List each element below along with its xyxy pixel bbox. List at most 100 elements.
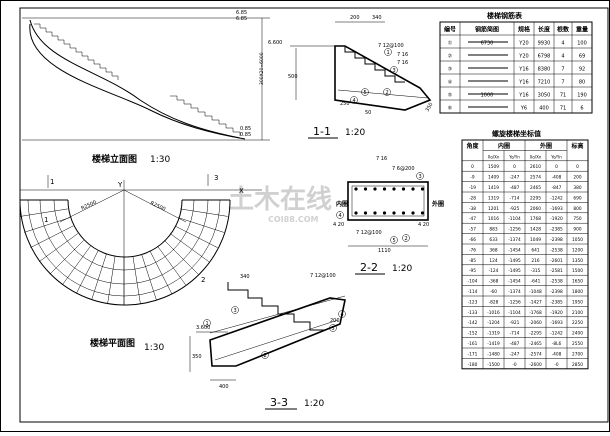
rebar-table-cell: 400	[539, 106, 549, 112]
plan-tread-line	[157, 245, 186, 286]
plan-treads	[20, 199, 228, 305]
rebar-dot	[363, 211, 368, 215]
coord-table-cell: 1650	[572, 279, 583, 285]
sec11-callout-2: 2	[386, 90, 389, 96]
plan-y-label: Y	[117, 181, 123, 189]
rebar-table-cell: 根数	[557, 26, 570, 34]
sec22-dim-width: 1110	[378, 248, 391, 254]
coord-table-cell: -2600	[529, 362, 542, 368]
stair-plan-view: R2500 R2500 Y X 1 3 1 2 楼梯平面图 1:30	[19, 174, 262, 353]
coord-table-cell: -1242	[550, 195, 563, 201]
rebar-table-cell: 重量	[576, 26, 588, 34]
coord-table-cell: 800	[573, 206, 581, 212]
sec33-rebar-line-b	[214, 319, 339, 361]
coord-table-cell: -487	[510, 341, 520, 347]
coord-table-header: 内圈	[498, 142, 510, 150]
coord-table-cell: -85	[469, 258, 476, 264]
sec33-callout-3: 3	[234, 308, 237, 314]
rebar-table-cell: 92	[579, 67, 585, 73]
coord-table-cell: 2295	[530, 195, 541, 201]
coord-table-cell: -2385	[550, 227, 563, 233]
rebar-dot	[420, 211, 425, 215]
plan-tread-line	[169, 233, 210, 262]
rebar-table-cell: ④	[448, 80, 453, 86]
sec11-dim-v: 500	[288, 74, 298, 80]
plan-tread-line	[141, 254, 157, 300]
rebar-table-cell: 190	[577, 93, 587, 99]
coord-table-cell: -2295	[529, 331, 542, 337]
coord-table-cell: 1200	[572, 247, 583, 253]
rebar-table-cell: 3050	[538, 93, 551, 99]
rebar-table-cell: 71	[560, 93, 566, 99]
coord-table-cell: -161	[468, 341, 478, 347]
coord-table-cell: -2060	[529, 320, 542, 326]
rebar-dot	[411, 211, 415, 215]
rebar-table-cell: 6798	[538, 54, 551, 60]
rebar-dot	[411, 187, 415, 191]
coord-table-cell: -247	[510, 175, 520, 181]
rebar-dot	[401, 187, 406, 191]
rebar-table-cell: 6730	[481, 41, 494, 47]
plan-cut-3: 3	[214, 174, 218, 182]
plan-tread-line	[62, 245, 91, 286]
coord-table-cell: -2398	[550, 289, 563, 295]
sec22-dim-right: 4 20	[418, 222, 429, 228]
rebar-table-cell: 100	[577, 41, 587, 47]
rebar-table-cell: 钢筋简图	[475, 26, 499, 34]
coord-table-header: 外圈	[539, 142, 552, 150]
coord-table-cell: -921	[510, 320, 520, 326]
elevation-steps	[34, 23, 241, 136]
coord-table-cell: -487	[510, 185, 520, 191]
coord-table-cell: -1256	[508, 299, 521, 305]
coord-table-cell: 2400	[572, 331, 583, 337]
rebar-table-cell: Y16	[518, 80, 528, 86]
coord-table-cell: 200	[573, 175, 581, 181]
coord-table-cell: -76	[469, 247, 476, 253]
coord-table-cell: -1048	[529, 289, 542, 295]
watermark: 土木在线 COI88.COM	[228, 185, 332, 224]
coord-table-cell: 2574	[530, 175, 541, 181]
coord-table-cell: -1768	[529, 310, 542, 316]
coord-table-cell: -104	[468, 279, 478, 285]
rebar-table-cell: ③	[448, 67, 452, 73]
coord-table-subheader: Yo/Yn	[550, 154, 562, 159]
rebar-table-cell: ②	[448, 54, 453, 60]
inner-frame	[19, 7, 609, 423]
watermark-sub: COI88.COM	[268, 215, 318, 224]
rebar-dot	[354, 211, 358, 215]
coord-table-cell: 2550	[572, 341, 583, 347]
sec33-callout-2: 2	[264, 353, 267, 359]
coord-table-cell: -28	[469, 195, 476, 201]
coord-table-cell: -408	[552, 175, 562, 181]
rebar-table-cell: 编号	[444, 26, 456, 34]
coord-table-cell: 1509	[488, 164, 499, 170]
sec22-scale: 1:20	[392, 264, 412, 274]
coord-table-cell: 124	[489, 258, 497, 264]
plan-tread-line	[38, 233, 79, 262]
coord-table-cell: 1428	[530, 227, 541, 233]
sec33-callout-1: 1	[206, 321, 209, 327]
coord-table-cell: -1016	[487, 310, 500, 316]
coord-table-cell: 1201	[488, 206, 499, 212]
plan-riser-arc	[27, 199, 221, 297]
plan-x-label: X	[239, 187, 244, 195]
coord-table-cell: -0	[512, 362, 517, 368]
sec33-dim-v: 350	[192, 354, 202, 360]
sec22-title: 2-2	[360, 261, 378, 274]
coord-table-cell: -408	[552, 351, 562, 357]
coord-table-cell: -828	[489, 299, 499, 305]
coord-table-cell: -1104	[508, 310, 521, 316]
coord-table-cell: -47	[469, 216, 476, 222]
coord-table-cell: -123	[468, 299, 478, 305]
coord-table-cell: -1480	[487, 351, 500, 357]
coord-table-cell: 2060	[530, 206, 541, 212]
coord-table-cell: -152	[468, 331, 478, 337]
rebar-dot	[392, 187, 396, 191]
section-3-3: 340 7 12@100 3.600 350 400 200 3 1 2 5 4…	[189, 273, 346, 410]
elevation-title: 楼梯立面图	[92, 153, 137, 165]
coord-table-cell: 2700	[572, 351, 583, 357]
bottom-level-mark: 0.85	[240, 126, 251, 132]
plan-tread-line	[164, 240, 199, 275]
rebar-table-cell: 8380	[538, 67, 551, 73]
